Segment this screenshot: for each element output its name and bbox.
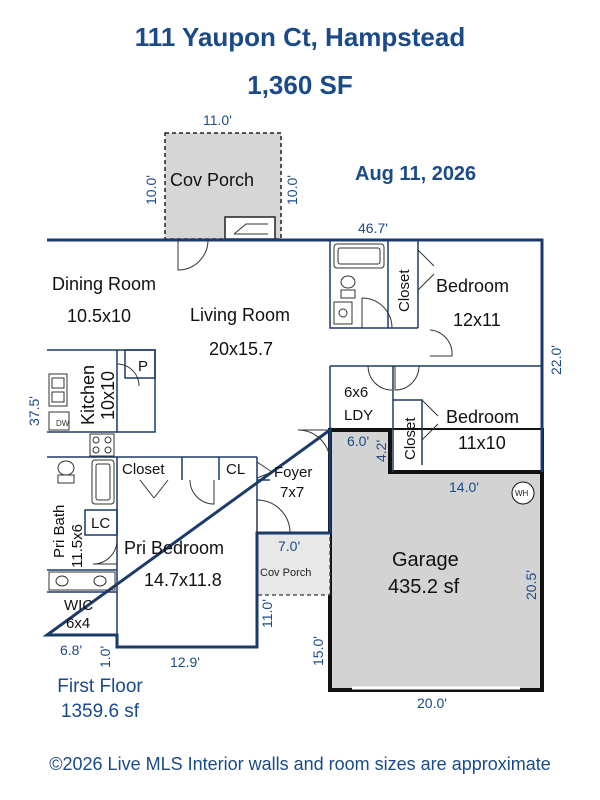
living-room-label: Living Room xyxy=(190,305,290,325)
dim-ldy-width: 6.0' xyxy=(347,433,369,449)
dining-room-size: 10.5x10 xyxy=(67,306,131,326)
pri-bedroom-size: 14.7x11.8 xyxy=(144,570,222,590)
dim-ldy-depth: 4.2' xyxy=(373,440,389,462)
bedroom-2-label: Bedroom xyxy=(446,407,519,427)
exterior-walls xyxy=(42,238,544,649)
closet-3-label: Closet xyxy=(122,461,165,478)
water-heater-icon xyxy=(511,481,535,505)
water-heater-label: WH xyxy=(515,489,529,498)
dim-left-depth: 37.5' xyxy=(26,396,42,426)
foyer-size: 7x7 xyxy=(280,484,304,501)
dim-left-bottom: 6.8' xyxy=(60,642,82,658)
square-feet-title: 1,360 SF xyxy=(247,70,353,100)
floor-name: First Floor xyxy=(57,676,143,697)
rear-porch-label: Cov Porch xyxy=(170,170,254,190)
pri-bath-size: 11.5x6 xyxy=(69,524,86,568)
garage-notch-wall xyxy=(330,428,542,474)
kitchen-label: Kitchen xyxy=(78,365,98,425)
pri-bath-fixtures xyxy=(48,459,116,591)
laundry-size: 6x6 xyxy=(344,384,368,401)
wic-size: 6x4 xyxy=(66,615,90,632)
dim-left-jog: 1.0' xyxy=(97,646,113,668)
laundry-label: LDY xyxy=(344,407,373,424)
dishwasher-label: DW xyxy=(56,419,70,428)
pri-bath-label: Pri Bath xyxy=(51,505,68,558)
date-label: Aug 11, 2026 xyxy=(355,163,477,185)
closet-1-label: Closet xyxy=(396,269,413,312)
dim-garage-depth: 20.5' xyxy=(523,570,539,600)
kitchen-size: 10x10 xyxy=(98,371,118,420)
interior-walls xyxy=(47,240,542,635)
floor-area: 1359.6 sf xyxy=(60,701,140,722)
dim-front-porch-depth: 11.0' xyxy=(259,599,275,628)
linen-closet-label: LC xyxy=(91,515,110,532)
rear-steps xyxy=(224,216,276,240)
closet-2-label: Closet xyxy=(402,417,419,460)
floor-summary: First Floor 1359.6 sf xyxy=(30,674,170,724)
address-title: 111 Yaupon Ct, Hampstead xyxy=(134,22,466,52)
doors xyxy=(92,239,453,565)
cl-label: CL xyxy=(226,461,245,478)
dim-garage-top: 14.0' xyxy=(449,479,479,495)
dim-front-porch-width: 7.0' xyxy=(278,538,300,554)
disclaimer-footer: ©2026 Live MLS Interior walls and room s… xyxy=(49,754,551,774)
steps-icon xyxy=(233,223,268,235)
dim-overall-width: 46.7' xyxy=(358,220,388,236)
dim-right-depth: 22.0' xyxy=(548,345,564,375)
dim-garage-bottom: 20.0' xyxy=(417,695,447,711)
wic-label: WIC xyxy=(64,597,93,614)
garage-label: Garage xyxy=(392,549,459,571)
dim-bedroom-bottom: 12.9' xyxy=(170,654,200,670)
front-porch-label: Cov Porch xyxy=(260,567,311,579)
pantry-label: P xyxy=(138,358,148,375)
dim-porch-width: 11.0' xyxy=(203,112,232,128)
garage-size: 435.2 sf xyxy=(388,576,460,598)
garage-notch xyxy=(390,430,542,472)
dim-garage-jog: 15.0' xyxy=(310,636,326,666)
living-room-size: 20x15.7 xyxy=(209,339,273,359)
foyer-label: Foyer xyxy=(274,464,312,481)
dim-porch-left: 10.0' xyxy=(143,175,159,205)
dining-room-label: Dining Room xyxy=(52,274,156,294)
dim-porch-right: 10.0' xyxy=(284,175,300,205)
pri-bedroom-label: Pri Bedroom xyxy=(124,538,224,558)
bedroom-2-size: 11x10 xyxy=(458,433,506,453)
bedroom-1-size: 12x11 xyxy=(453,310,501,330)
hall-bath-fixtures xyxy=(333,243,385,325)
kitchen-fixtures xyxy=(48,373,115,457)
bedroom-1-label: Bedroom xyxy=(436,276,509,296)
